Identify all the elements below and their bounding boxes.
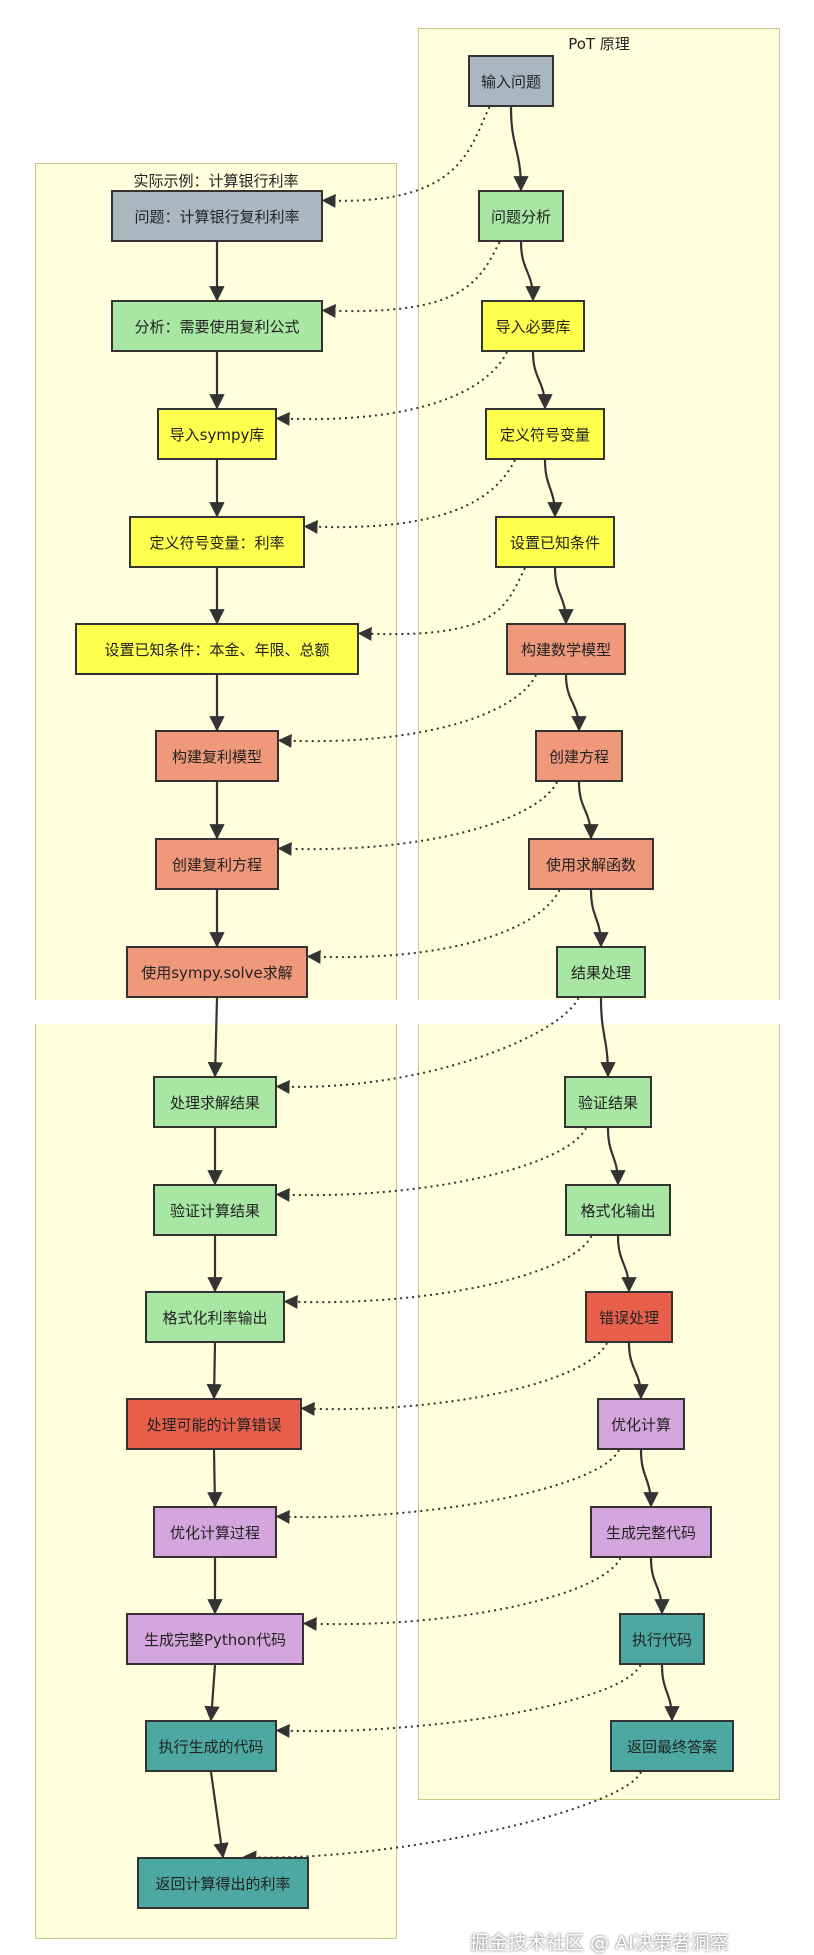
cross-link-arrow bbox=[275, 351, 508, 426]
theory-flow-arrow bbox=[599, 997, 616, 1078]
theory-group-title: PoT 原理 bbox=[568, 35, 630, 53]
example-node-build-model[interactable]: 构建复利模型 bbox=[155, 730, 279, 782]
example-flow-arrow bbox=[209, 1771, 229, 1859]
example-node-set-conditions[interactable]: 设置已知条件：本金、年限、总额 bbox=[75, 623, 359, 675]
theory-flow-arrow bbox=[660, 1664, 680, 1722]
example-node-import-sympy[interactable]: 导入sympy库 bbox=[157, 408, 277, 460]
theory-node-build-model[interactable]: 构建数学模型 bbox=[506, 623, 626, 675]
cross-link-arrow bbox=[275, 1449, 620, 1524]
cross-link-arrow bbox=[303, 459, 516, 534]
theory-node-result-processing[interactable]: 结果处理 bbox=[556, 946, 646, 998]
example-node-problem[interactable]: 问题：计算银行复利利率 bbox=[111, 190, 323, 242]
watermark-text: 掘金技术社区 @ AI决策者洞察 bbox=[470, 1932, 729, 1954]
example-node-verify[interactable]: 验证计算结果 bbox=[153, 1184, 277, 1236]
theory-group: PoT 原理 bbox=[418, 28, 780, 1800]
cross-link-arrow bbox=[302, 1557, 622, 1631]
cross-link-arrow bbox=[321, 241, 501, 318]
example-node-handle-errors[interactable]: 处理可能的计算错误 bbox=[126, 1398, 302, 1450]
example-flow-arrow bbox=[206, 1342, 222, 1400]
example-group-title: 实际示例：计算银行利率 bbox=[133, 172, 299, 190]
theory-node-execute[interactable]: 执行代码 bbox=[619, 1613, 705, 1665]
theory-flow-arrow bbox=[606, 1127, 626, 1186]
cross-link-arrow bbox=[300, 1342, 608, 1416]
theory-node-error-handling[interactable]: 错误处理 bbox=[585, 1291, 673, 1343]
theory-flow-arrow bbox=[639, 1449, 659, 1508]
example-node-generate-python[interactable]: 生成完整Python代码 bbox=[126, 1613, 304, 1665]
theory-flow-arrow bbox=[564, 674, 587, 732]
theory-flow-arrow bbox=[649, 1557, 670, 1615]
cross-link-arrow bbox=[275, 1664, 642, 1738]
example-flow-arrow bbox=[204, 1664, 220, 1722]
example-node-optimize[interactable]: 优化计算过程 bbox=[153, 1506, 277, 1558]
theory-node-define-symbols[interactable]: 定义符号变量 bbox=[485, 408, 605, 460]
image-seam bbox=[0, 1000, 814, 1024]
theory-node-create-equation[interactable]: 创建方程 bbox=[535, 730, 623, 782]
theory-node-return-answer[interactable]: 返回最终答案 bbox=[610, 1720, 734, 1772]
example-flow-arrow bbox=[207, 1449, 223, 1508]
example-node-process-result[interactable]: 处理求解结果 bbox=[153, 1076, 277, 1128]
theory-node-generate-code[interactable]: 生成完整代码 bbox=[590, 1506, 712, 1558]
theory-flow-arrow bbox=[553, 567, 574, 625]
theory-flow-arrow bbox=[627, 1342, 649, 1400]
theory-node-import[interactable]: 导入必要库 bbox=[481, 300, 585, 352]
theory-flow-arrow bbox=[509, 106, 529, 192]
cross-link-arrow bbox=[321, 106, 491, 208]
example-node-analysis[interactable]: 分析：需要使用复利公式 bbox=[111, 300, 323, 352]
theory-node-format-output[interactable]: 格式化输出 bbox=[565, 1184, 671, 1236]
cross-link-arrow bbox=[357, 567, 526, 641]
theory-flow-arrow bbox=[589, 889, 609, 948]
example-node-execute[interactable]: 执行生成的代码 bbox=[145, 1720, 277, 1772]
theory-node-set-conditions[interactable]: 设置已知条件 bbox=[495, 516, 615, 568]
theory-node-analysis[interactable]: 问题分析 bbox=[478, 190, 564, 242]
theory-node-verify[interactable]: 验证结果 bbox=[564, 1076, 652, 1128]
theory-flow-arrow bbox=[543, 459, 563, 518]
example-node-return-rate[interactable]: 返回计算得出的利率 bbox=[137, 1857, 309, 1909]
theory-flow-arrow bbox=[577, 781, 599, 840]
theory-node-optimize[interactable]: 优化计算 bbox=[597, 1398, 685, 1450]
example-node-define-rate[interactable]: 定义符号变量：利率 bbox=[129, 516, 305, 568]
cross-link-arrow bbox=[277, 781, 558, 856]
theory-node-use-solver[interactable]: 使用求解函数 bbox=[528, 838, 654, 890]
cross-link-arrow bbox=[242, 1771, 642, 1865]
cross-link-arrow bbox=[275, 1127, 587, 1202]
cross-link-arrow bbox=[283, 1235, 593, 1309]
cross-link-arrow bbox=[275, 997, 580, 1094]
cross-link-arrow bbox=[306, 889, 561, 964]
example-node-create-equation[interactable]: 创建复利方程 bbox=[155, 838, 279, 890]
example-node-sympy-solve[interactable]: 使用sympy.solve求解 bbox=[126, 946, 308, 998]
theory-flow-arrow bbox=[616, 1235, 637, 1293]
example-flow-arrow bbox=[207, 997, 224, 1078]
theory-flow-arrow bbox=[531, 351, 553, 410]
example-node-format-rate[interactable]: 格式化利率输出 bbox=[145, 1291, 285, 1343]
theory-flow-arrow bbox=[519, 241, 541, 302]
theory-node-input[interactable]: 输入问题 bbox=[468, 55, 554, 107]
cross-link-arrow bbox=[277, 674, 537, 748]
